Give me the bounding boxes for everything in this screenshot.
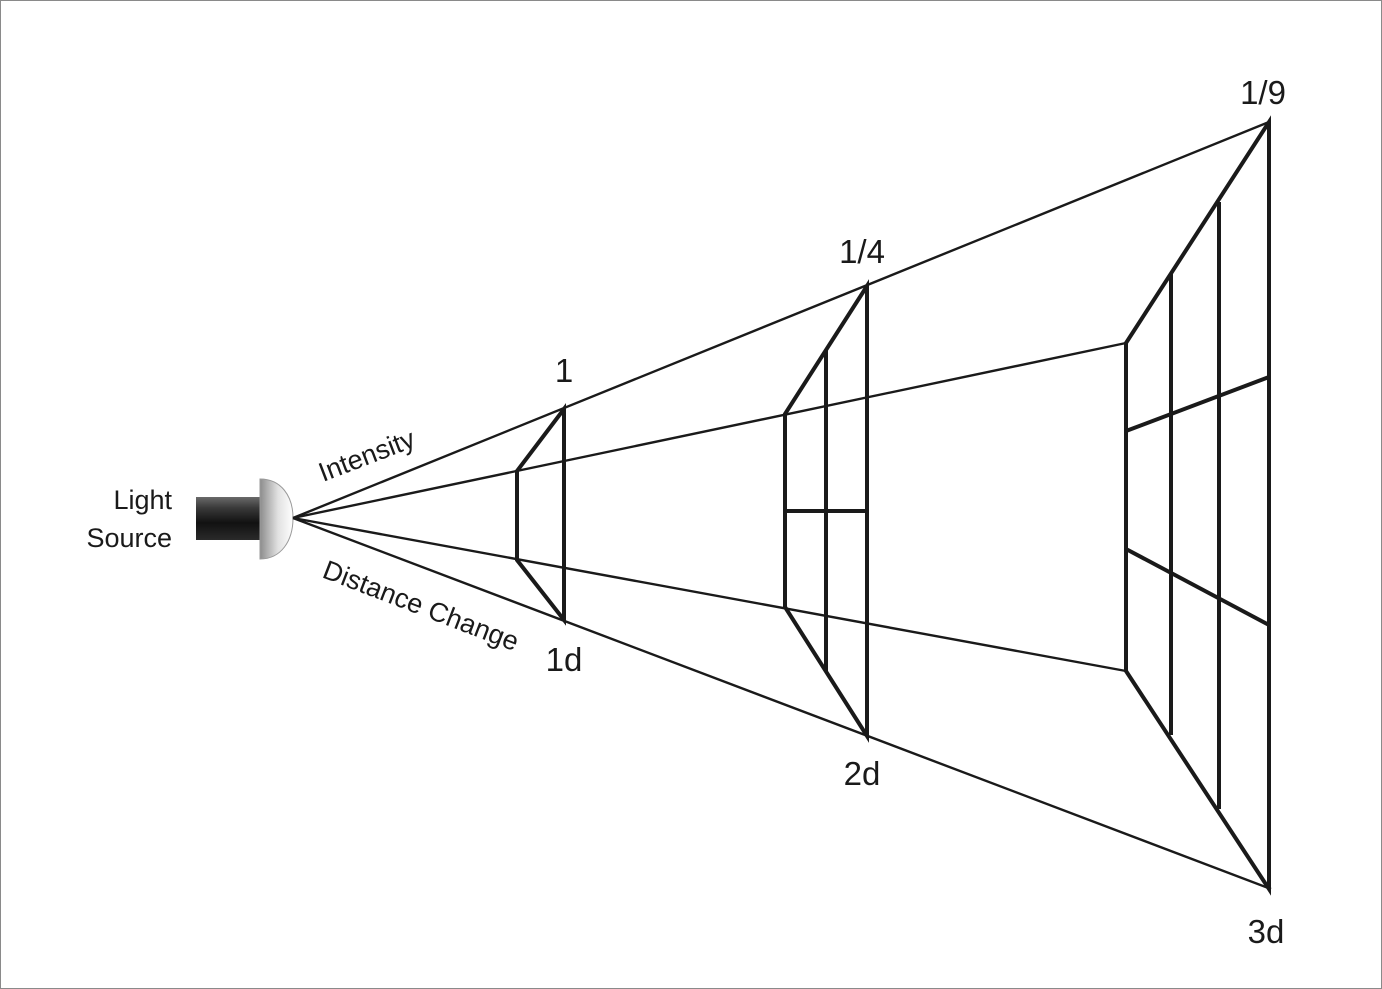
intensity-value-1: 1: [555, 352, 573, 389]
intensity-value-2: 1/4: [839, 233, 885, 270]
distance-value-3: 3d: [1248, 913, 1285, 950]
flashlight-body: [196, 497, 260, 540]
area-square-3d: [1124, 115, 1271, 896]
beam-lines: [292, 120, 1272, 891]
area-square-2d: [783, 279, 869, 743]
distance-change-label: Distance Change: [319, 555, 523, 657]
beam-top-line: [292, 120, 1270, 520]
beam-inner-top-line: [292, 341, 1127, 520]
square-3d-outline: [1124, 115, 1271, 896]
square-1d-outline: [515, 403, 566, 626]
flashlight-lens: [259, 478, 294, 560]
distance-value-2: 2d: [844, 755, 881, 792]
light-source-label-line1: Light: [113, 485, 172, 515]
square-3d-horizontal-divider-2: [1125, 547, 1270, 627]
intensity-label: Intensity: [314, 423, 419, 487]
square-2d-outline: [783, 279, 869, 743]
area-square-1d: [515, 403, 566, 626]
light-source-label-line2: Source: [86, 523, 172, 553]
beam-bottom-line: [292, 516, 1272, 891]
flashlight-icon: [196, 478, 294, 560]
distance-value-1: 1d: [546, 641, 583, 678]
square-3d-horizontal-divider-1: [1125, 375, 1270, 433]
intensity-value-3: 1/9: [1240, 74, 1286, 111]
beam-inner-bottom-line: [292, 516, 1127, 673]
